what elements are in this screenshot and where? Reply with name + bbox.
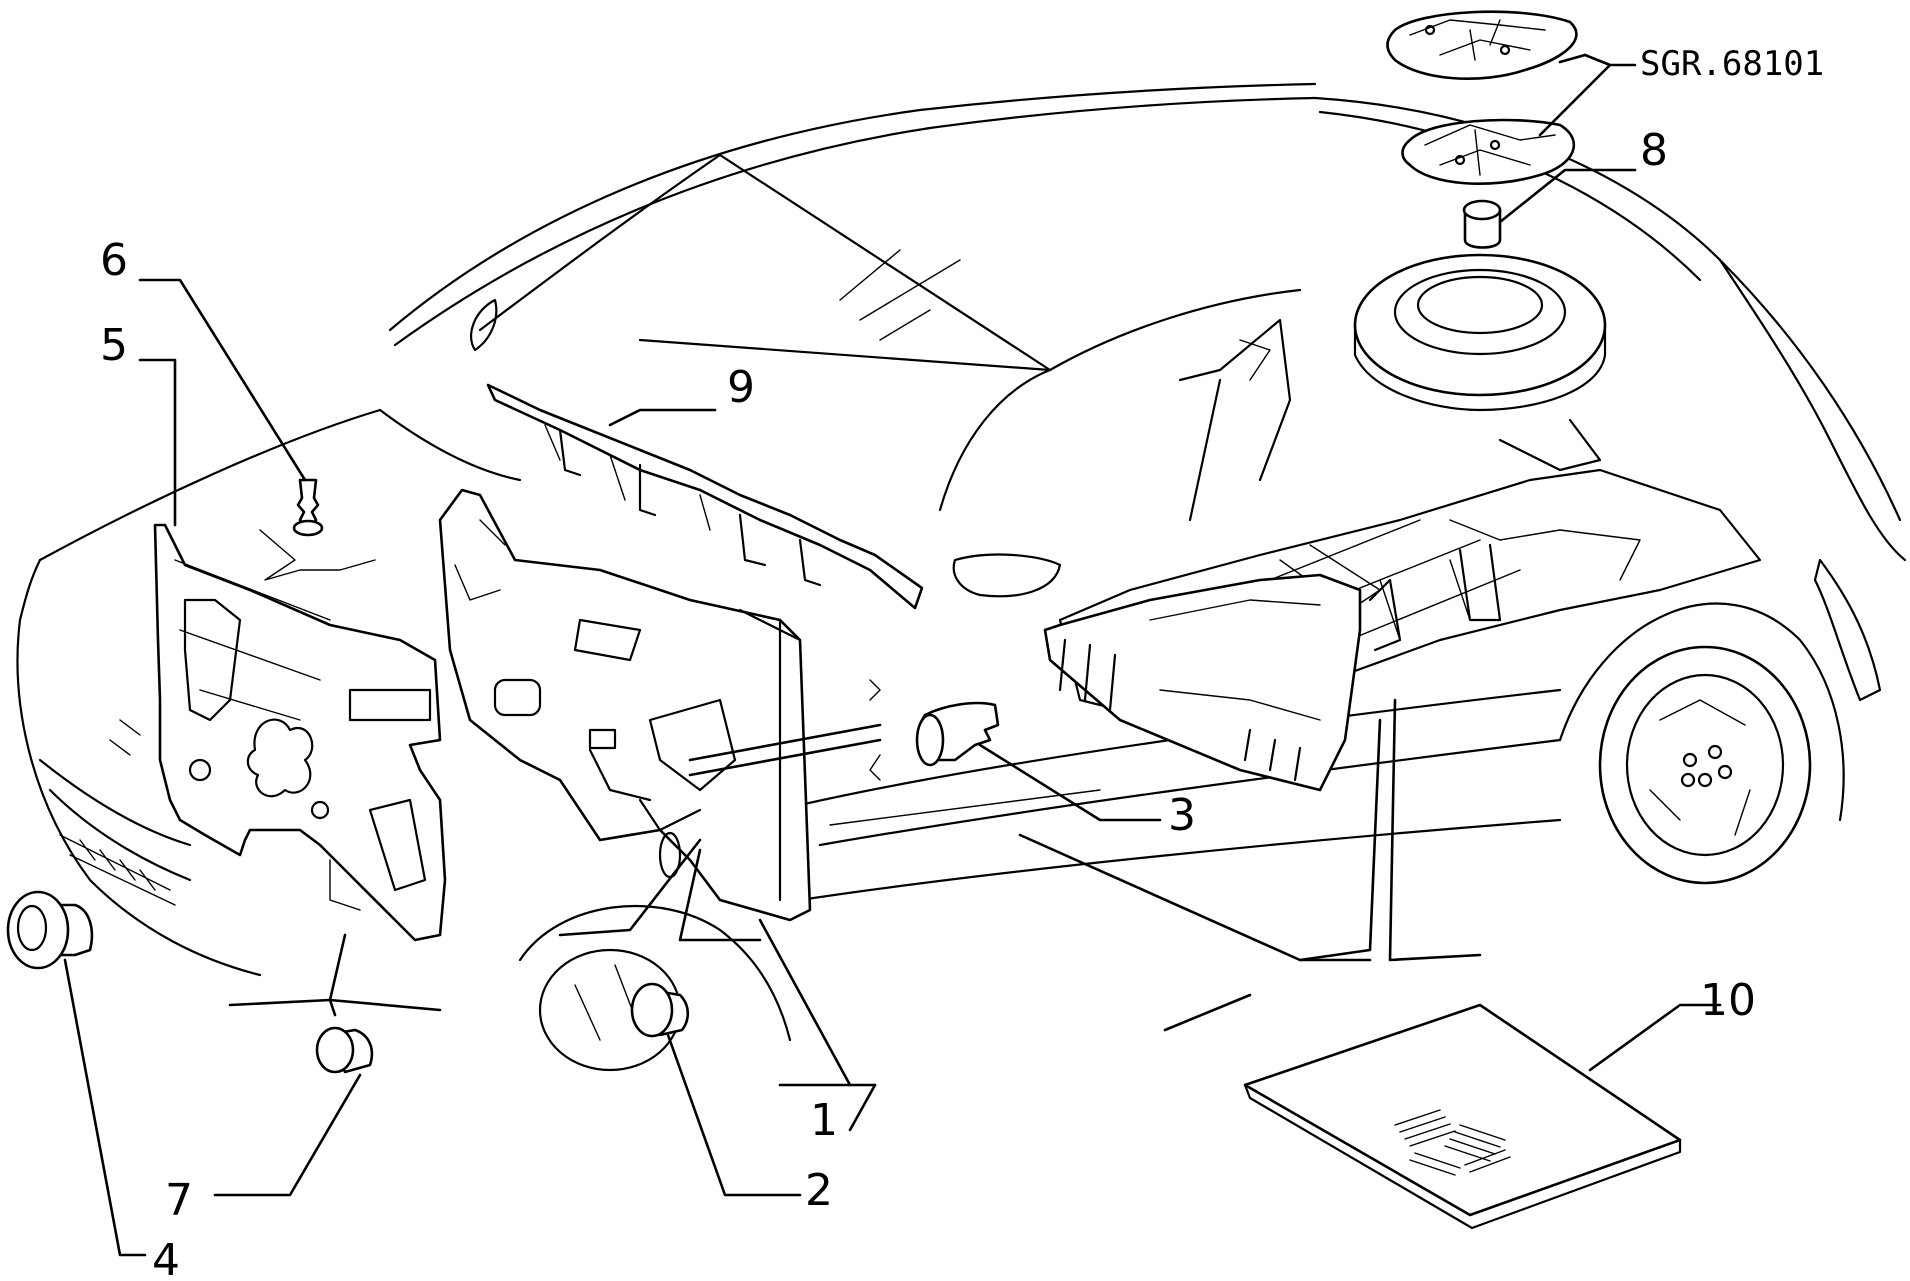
- callout-4: 4: [152, 1235, 180, 1281]
- callout-9: 9: [727, 362, 755, 413]
- callout-7: 7: [165, 1175, 193, 1226]
- rear-wheel: [1598, 645, 1812, 885]
- callout-8: 8: [1640, 125, 1668, 176]
- part-9-crossmember: [486, 383, 924, 610]
- callout-5: 5: [100, 320, 128, 371]
- callout-1: 1: [810, 1095, 838, 1146]
- rear-floor-insulation: [1043, 573, 1402, 792]
- leader-lines: [63, 53, 1722, 1257]
- fastener-position-marks: [869, 679, 881, 781]
- part-4-grommet: [6, 890, 94, 970]
- part-1-bulkhead-panel: [438, 488, 812, 922]
- callout-6: 6: [100, 235, 128, 286]
- callout-3: 3: [1168, 790, 1196, 841]
- part-5-front-panel: [153, 523, 447, 942]
- part-8-rubber-buffer: [1462, 199, 1502, 249]
- spare-wheel-tray-lower: [1401, 118, 1576, 185]
- spare-tyre: [1353, 253, 1607, 412]
- callout-2: 2: [805, 1165, 833, 1216]
- spare-wheel-tray-upper: [1386, 10, 1578, 80]
- part-6-push-clip: [292, 478, 324, 537]
- trim-outline: [259, 529, 376, 581]
- callout-10: 10: [1700, 975, 1756, 1026]
- part-3-fastener: [915, 701, 1000, 767]
- part-10-floor-mat: [1243, 1003, 1682, 1230]
- part-2-grommet: [630, 982, 690, 1038]
- reference-code-label: SGR.68101: [1640, 44, 1824, 84]
- car-body-outline: [16, 82, 1907, 1072]
- part-7-grommet: [315, 1026, 374, 1074]
